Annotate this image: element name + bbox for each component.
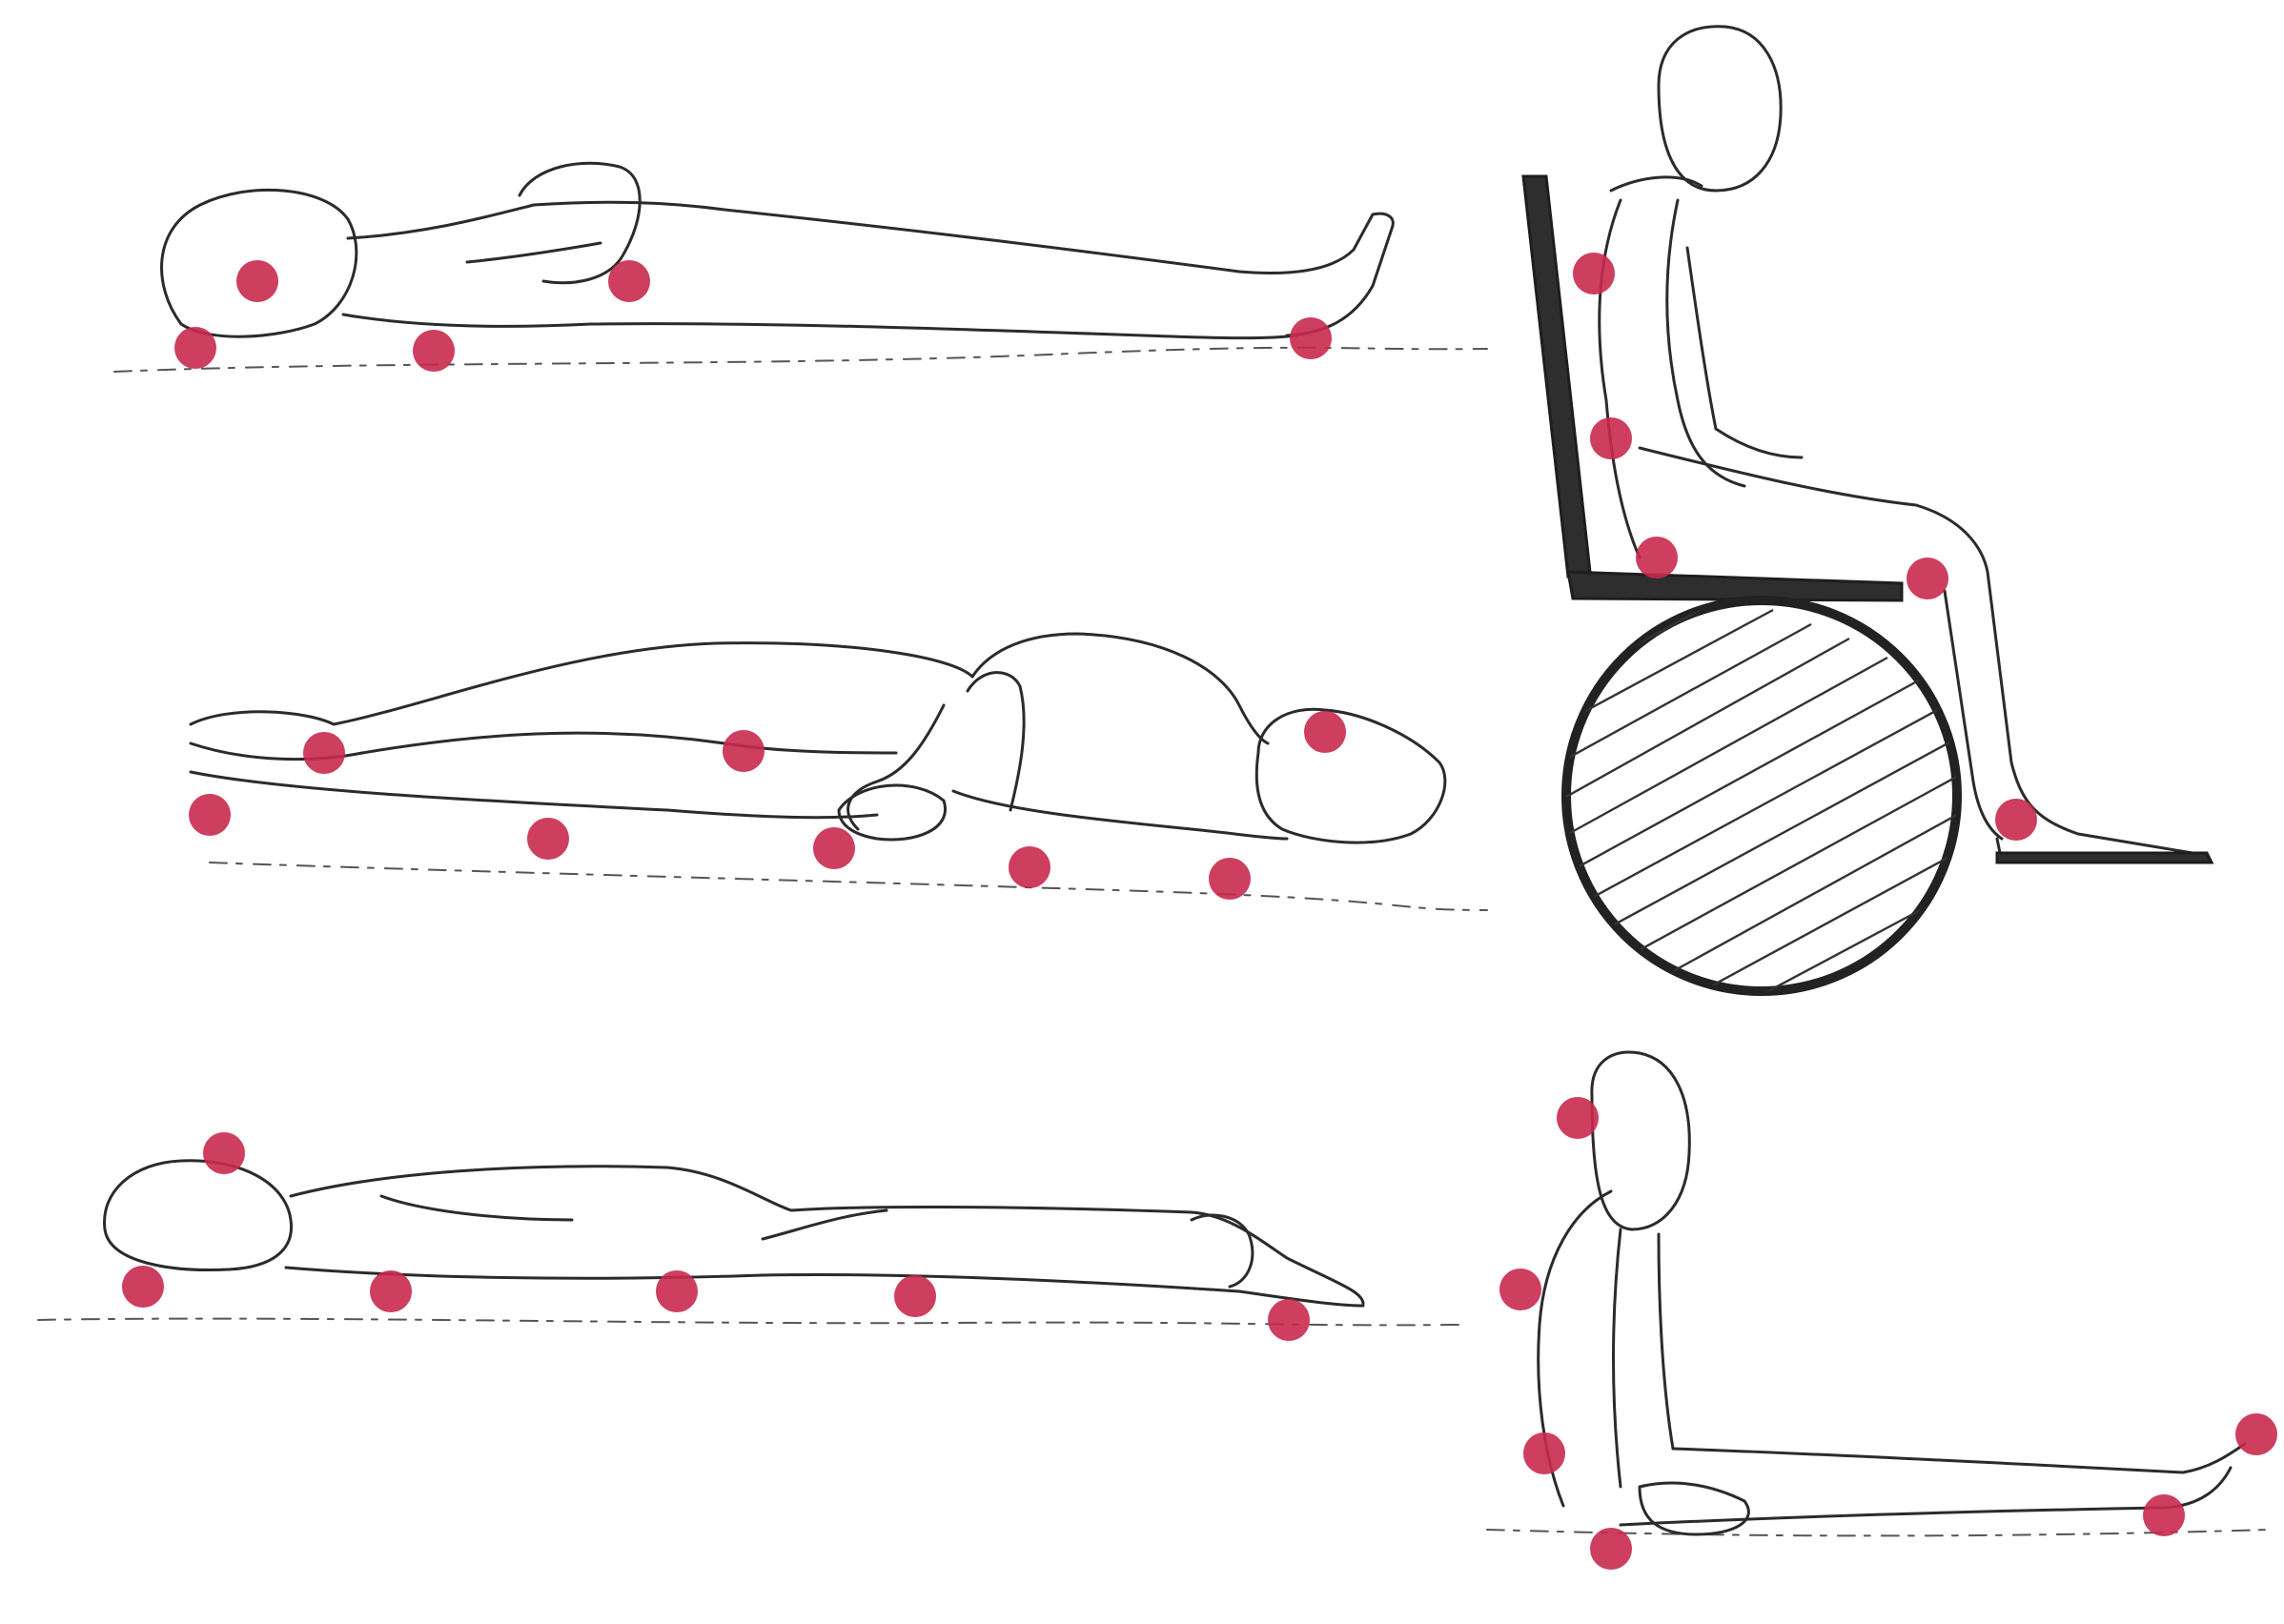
long-sitting-arm xyxy=(1614,1229,1749,1534)
long-sitting-figure xyxy=(1487,1052,2269,1535)
supine-figure xyxy=(114,163,1487,372)
side-lying-floor-line xyxy=(210,863,1487,910)
wheelchair-seat xyxy=(1568,572,1902,600)
long-sitting-head xyxy=(1592,1052,1689,1229)
supine-pressure-point xyxy=(174,327,216,369)
prone-pressure-point xyxy=(656,1270,698,1312)
prone-body-bottom xyxy=(286,1268,1363,1306)
side-lying-pressure-point xyxy=(723,730,765,772)
side-lying-pressure-point xyxy=(1304,711,1346,753)
wheelchair-sitter-head xyxy=(1659,27,1781,191)
supine-pressure-point xyxy=(413,330,455,372)
side-lying-arm xyxy=(848,673,1025,829)
side-lying-pressure-point xyxy=(189,794,231,836)
supine-body-bottom xyxy=(343,315,1296,338)
side-lying-torso xyxy=(953,634,1287,839)
prone-floor-line xyxy=(38,1319,1458,1326)
supine-pressure-point xyxy=(1290,317,1332,359)
prone-body-top xyxy=(291,1167,1363,1304)
prone-pressure-point xyxy=(894,1275,936,1317)
wheelchair-sitter-torso xyxy=(1600,177,1744,558)
prone-figure xyxy=(38,1161,1458,1326)
side-lying-figure xyxy=(191,634,1487,910)
side-lying-pressure-point xyxy=(303,732,345,774)
side-lying-legs xyxy=(191,643,972,818)
long-sitting-pressure-point xyxy=(1590,1528,1632,1570)
side-lying-pressure-point xyxy=(527,818,569,860)
supine-floor-line xyxy=(114,348,1487,372)
wheelchair-sitting-pressure-point xyxy=(1995,799,2037,841)
wheelchair-sitting-pressure-point xyxy=(1573,253,1615,294)
supine-body-top xyxy=(348,202,1393,335)
wheelchair-sitting-pressure-point xyxy=(1636,537,1678,579)
side-lying-head xyxy=(1256,709,1445,842)
wheelchair-footrest xyxy=(1997,853,2212,863)
side-lying-pressure-point xyxy=(1009,846,1050,888)
wheelchair-sitting-pressure-point xyxy=(1907,558,1948,599)
prone-head xyxy=(105,1161,292,1270)
supine-pressure-point xyxy=(608,260,650,302)
long-sitting-pressure-point xyxy=(1499,1269,1541,1310)
prone-pressure-point xyxy=(122,1266,164,1308)
prone-pressure-point xyxy=(370,1270,412,1312)
prone-feet xyxy=(1192,1215,1253,1287)
side-lying-pressure-point xyxy=(1209,858,1251,900)
prone-pressure-point xyxy=(1268,1299,1310,1341)
prone-pressure-point xyxy=(203,1132,245,1174)
supine-arm xyxy=(467,163,640,282)
wheelchair-back xyxy=(1523,176,1590,577)
long-sitting-pressure-point xyxy=(1557,1097,1599,1139)
wheelchair-figure xyxy=(1523,27,2212,1039)
long-sitting-pressure-point xyxy=(2143,1494,2185,1536)
wheelchair-sitter-arm xyxy=(1687,248,1802,457)
side-lying-pressure-point xyxy=(813,827,855,869)
pressure-points xyxy=(122,253,2277,1570)
wheelchair-sitting-pressure-point xyxy=(1590,417,1632,459)
supine-pressure-point xyxy=(236,260,278,302)
wheelchair-wheel xyxy=(1566,600,1957,991)
prone-arm xyxy=(381,1196,887,1239)
long-sitting-pressure-point xyxy=(2235,1413,2277,1455)
long-sitting-pressure-point xyxy=(1523,1432,1565,1474)
